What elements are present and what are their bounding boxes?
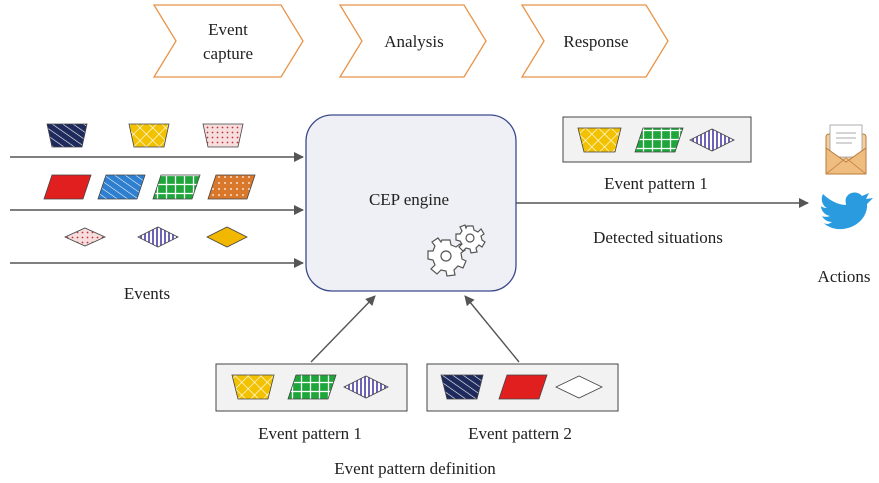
event-yellow-trapezoid (128, 123, 170, 148)
pattern1-bottom-purple-diamond (343, 375, 389, 399)
event-pattern-2-label: Event pattern 2 (468, 424, 572, 443)
stage-analysis-label: Analysis (384, 32, 444, 51)
event-red-parallelogram (43, 174, 92, 200)
event-pattern-1-bottom-label: Event pattern 1 (258, 424, 362, 443)
pattern1-top-purple-diamond (689, 128, 735, 152)
event-orange-parallelogram (207, 174, 256, 200)
definition-arrow-1 (310, 295, 376, 363)
events-label: Events (124, 284, 170, 303)
cep-engine-label: CEP engine (369, 190, 449, 209)
event-pattern-1-top-label: Event pattern 1 (604, 174, 708, 193)
pattern1-bottom-yellow-trapezoid (231, 374, 275, 400)
stage-analysis: Analysis (338, 4, 487, 78)
event-yellow-diamond (206, 226, 248, 248)
event-blue-parallelogram (97, 174, 146, 200)
envelope-icon (825, 124, 867, 175)
event-navy-trapezoid (46, 123, 88, 148)
bird-icon (818, 192, 873, 230)
definition-arrow-2 (464, 295, 520, 363)
pattern1-top-green-parallelogram (634, 127, 684, 153)
pattern2-red-parallelogram (498, 374, 548, 400)
pattern1-top-yellow-trapezoid (577, 127, 622, 153)
pattern2-white-diamond (555, 375, 603, 399)
gears-icon (427, 224, 486, 277)
event-pink-trapezoid (202, 123, 244, 148)
event-green-parallelogram (152, 174, 201, 200)
detected-situations-label: Detected situations (593, 228, 723, 247)
actions-label: Actions (818, 267, 871, 286)
event-purple-diamond (137, 226, 179, 248)
event-pattern-definition-label: Event pattern definition (334, 459, 496, 478)
stage-event-capture-line1: Event (208, 20, 248, 39)
stage-event-capture: Event capture (152, 4, 304, 78)
stage-response: Response (520, 4, 669, 78)
event-pink-diamond (64, 227, 106, 247)
pattern1-bottom-green-parallelogram (287, 374, 337, 400)
stage-event-capture-line2: capture (203, 44, 253, 63)
stage-response-label: Response (563, 32, 628, 51)
pattern2-navy-trapezoid (440, 374, 484, 400)
